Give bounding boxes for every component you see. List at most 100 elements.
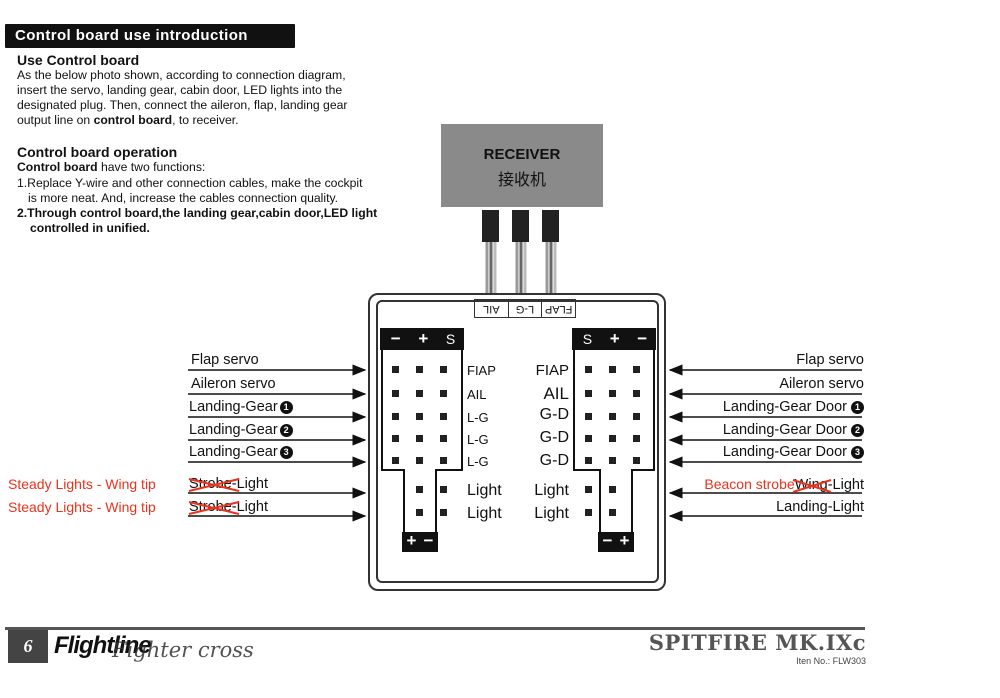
- right-light-1-rest: -Light: [827, 477, 864, 493]
- number-badge-icon: 2: [851, 424, 864, 437]
- left-plus: +: [418, 329, 429, 348]
- right-label-flap: Flap servo: [796, 352, 864, 368]
- left-label-gear-2-text: Landing-Gear: [189, 422, 278, 438]
- right-label-aileron: Aileron servo: [779, 376, 864, 392]
- left-light-2-struck: Strobe: [188, 499, 240, 515]
- left-bottom-symbols: + −: [403, 531, 437, 551]
- right-label-door-2-text: Landing-Gear Door: [722, 422, 847, 438]
- right-pin-label-1: FIAP: [535, 362, 569, 379]
- left-light-1-label: Strobe-Light: [188, 476, 269, 492]
- operation-item-2-line-2: controlled in unified.: [30, 221, 150, 235]
- left-bottom-minus: −: [423, 531, 434, 550]
- left-signal: S: [445, 331, 456, 347]
- footer-divider: [5, 627, 865, 630]
- left-minus: −: [390, 329, 401, 348]
- item-number: Iten No.: FLW303: [796, 656, 866, 666]
- number-badge-icon: 1: [851, 401, 864, 414]
- page-number: 6: [8, 630, 48, 663]
- right-label-flap-text: Flap servo: [796, 352, 864, 368]
- red-cross-icon: [188, 478, 240, 492]
- left-pin-label-2: AIL: [467, 387, 487, 402]
- right-pin-label-3: G-D: [539, 406, 569, 423]
- use-line-4-pre: output line on: [17, 113, 94, 127]
- right-minus: −: [637, 329, 648, 348]
- model-name: SPITFIRE MK.IXc: [648, 630, 866, 655]
- left-pin-label-1: FIAP: [467, 363, 496, 378]
- use-line-2: insert the servo, landing gear, cabin do…: [17, 83, 343, 97]
- right-bottom-symbols: − +: [599, 531, 633, 551]
- left-pin-label-7: Light: [467, 505, 502, 522]
- right-pin-label-2: AIL: [543, 384, 569, 403]
- operation-item-2-text: Through control board,the landing gear,c…: [27, 206, 378, 220]
- right-plus: +: [609, 329, 620, 348]
- operation-heading: Control board operation: [17, 144, 178, 160]
- right-light-1-label: Beacon strobeWing-Light: [704, 476, 864, 493]
- use-line-4-bold: control board: [93, 113, 173, 127]
- left-pin-label-3: L-G: [467, 410, 489, 425]
- use-line-4-post: , to receiver.: [172, 113, 239, 127]
- right-pin-label-6: Light: [534, 482, 569, 499]
- use-line-4: output line on control board, to receive…: [17, 113, 239, 128]
- red-cross-icon: [792, 479, 831, 493]
- cable-flap: [542, 210, 559, 300]
- right-label-door-2: Landing-Gear Door 2: [723, 422, 864, 438]
- right-label-door-1-text: Landing-Gear Door: [722, 399, 847, 415]
- left-light-2-label: Strobe-Light: [188, 499, 269, 515]
- right-light-1-note: Beacon strobe: [704, 476, 795, 492]
- left-pin-label-4: L-G: [467, 432, 489, 447]
- left-pin-label-6: Light: [467, 482, 502, 499]
- number-badge-icon: 2: [279, 424, 293, 437]
- use-line-1: As the below photo shown, according to c…: [17, 68, 346, 82]
- operation-intro: Control board have two functions:: [17, 160, 205, 175]
- receiver-cables: [482, 210, 559, 300]
- left-label-gear-1-text: Landing-Gear: [189, 399, 278, 415]
- operation-item-1-line-2: is more neat. And, increase the cables c…: [28, 191, 339, 205]
- left-light-1-struck: Strobe: [188, 476, 240, 492]
- receiver-subtitle: 接收机: [497, 172, 546, 189]
- left-light-2-rest: -Light: [231, 499, 269, 515]
- operation-intro-bold: Control board: [17, 160, 98, 174]
- handwritten-note: Fighter cross: [112, 638, 254, 662]
- left-header-symbols: − + S: [382, 328, 464, 350]
- right-label-door-3-text: Landing-Gear Door: [722, 444, 847, 460]
- right-pin-label-4: G-D: [539, 429, 569, 446]
- pin-blocks: [380, 328, 656, 552]
- left-label-gear-3-text: Landing-Gear: [189, 444, 278, 460]
- right-header-symbols: S + −: [574, 328, 656, 350]
- cable-ail: [482, 210, 499, 300]
- control-board-inner: [376, 300, 659, 583]
- left-label-flap-text: Flap servo: [191, 352, 259, 368]
- operation-item-2-line-1: 2.Through control board,the landing gear…: [17, 206, 377, 221]
- left-light-1-note: Steady Lights - Wing tip: [8, 476, 156, 492]
- use-heading: Use Control board: [17, 52, 140, 68]
- receiver-title: RECEIVER: [483, 146, 561, 163]
- right-pin-label-5: G-D: [539, 452, 569, 469]
- right-label-door-1: Landing-Gear Door 1: [723, 399, 864, 415]
- number-badge-icon: 3: [851, 446, 864, 459]
- right-label-aileron-text: Aileron servo: [779, 376, 864, 392]
- use-line-3: designated plug. Then, connect the ailer…: [17, 98, 348, 112]
- operation-item-2-num: 2.: [17, 206, 28, 220]
- right-label-door-3: Landing-Gear Door 3: [723, 444, 864, 460]
- right-bottom-minus: −: [602, 531, 613, 550]
- right-pin-label-7: Light: [534, 505, 569, 522]
- number-badge-icon: 1: [279, 401, 293, 414]
- operation-item-1-line-1: 1.Replace Y-wire and other connection ca…: [17, 176, 363, 190]
- receiver-box: RECEIVER 接收机: [441, 124, 603, 207]
- right-light-2-label: Landing-Light: [776, 499, 864, 515]
- right-light-1-struck: Wing: [792, 477, 831, 493]
- left-light-1-rest: -Light: [231, 476, 269, 492]
- right-bottom-plus: +: [619, 531, 630, 550]
- pins: [392, 366, 640, 516]
- operation-intro-rest: have two functions:: [97, 160, 206, 174]
- left-light-2-note: Steady Lights - Wing tip: [8, 499, 156, 515]
- left-label-flap: Flap servo: [191, 352, 259, 368]
- brand-logo: Flightline: [54, 632, 152, 659]
- left-label-aileron-text: Aileron servo: [191, 376, 276, 392]
- cable-lg: [512, 210, 529, 300]
- left-header-bar: [380, 328, 464, 350]
